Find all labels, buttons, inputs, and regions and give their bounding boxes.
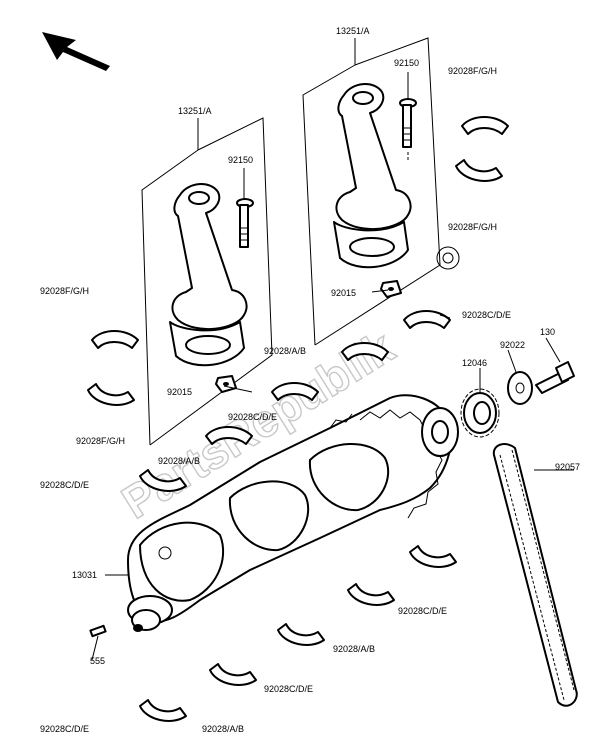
crankshaft [127, 394, 459, 632]
label-bolt-right: 92150 [394, 58, 419, 68]
label-bolt-130: 130 [540, 327, 555, 337]
label-pin: 555 [90, 656, 105, 666]
label-chain: 92057 [555, 462, 580, 472]
label-conrod-right: 13251/A [336, 26, 370, 36]
cam-chain [492, 443, 578, 707]
bearing-shell [139, 699, 187, 722]
label-nut-right: 92015 [331, 288, 356, 298]
bearing-shell [139, 469, 187, 492]
label-bearing-cde-center: 92028C/D/E [228, 412, 277, 422]
label-bearing-fgh-bottom: 92028F/G/H [76, 436, 125, 446]
conrod-bolt-left [236, 198, 254, 248]
conrod-nut-left [215, 375, 237, 393]
connecting-rod-left [169, 183, 248, 367]
label-nut-left: 92015 [167, 387, 192, 397]
bearing-shell [341, 342, 389, 361]
bearing-shell [271, 382, 319, 401]
bearing-shell [205, 426, 253, 445]
label-bearing-ab-bottom: 92028/A/B [202, 724, 244, 734]
label-bearing-fgh-top: 92028F/G/H [448, 66, 497, 76]
connecting-rod-right [333, 83, 412, 269]
label-conrod-left: 13251/A [178, 106, 212, 116]
dowel-pin [89, 624, 107, 638]
label-bearing-cde-bottom: 92028C/D/E [40, 724, 89, 734]
bearing-shell [409, 545, 457, 568]
sprocket-bolt [535, 361, 575, 394]
conrod-bolt-right [399, 98, 417, 148]
bearing-shell [209, 663, 257, 686]
bearing-shell [461, 116, 509, 135]
front-arrow-icon [42, 32, 110, 71]
label-bearing-fgh-right: 92028F/G/H [448, 222, 497, 232]
bearing-shell [347, 583, 395, 606]
bearing-shell [455, 159, 503, 182]
label-crankshaft: 13031 [72, 570, 97, 580]
bearing-shell [87, 383, 135, 406]
label-bearing-cde-lower-right: 92028C/D/E [398, 606, 447, 616]
cam-chain-sprocket [460, 388, 500, 438]
bearing-shells [87, 116, 509, 722]
bearing-shell [91, 330, 139, 349]
gear-icon [436, 246, 460, 270]
label-bearing-ab-left: 92028/A/B [158, 456, 200, 466]
label-bearing-ab-lower: 92028/A/B [333, 644, 375, 654]
label-washer: 92022 [500, 340, 525, 350]
label-bearing-cde-lower: 92028C/D/E [264, 684, 313, 694]
label-bearing-fgh-left: 92028F/G/H [40, 286, 89, 296]
label-bearing-cde-upper-right: 92028C/D/E [462, 310, 511, 320]
washer [507, 371, 533, 405]
bearing-shell [277, 623, 325, 646]
label-bearing-cde-left: 92028C/D/E [40, 480, 89, 490]
label-bolt-left: 92150 [228, 155, 253, 165]
bearing-shell [403, 310, 451, 329]
label-bearing-ab-center: 92028/A/B [264, 346, 306, 356]
label-sprocket: 12046 [462, 358, 487, 368]
callout-lines [91, 38, 574, 661]
conrod-nut-right [380, 280, 402, 298]
